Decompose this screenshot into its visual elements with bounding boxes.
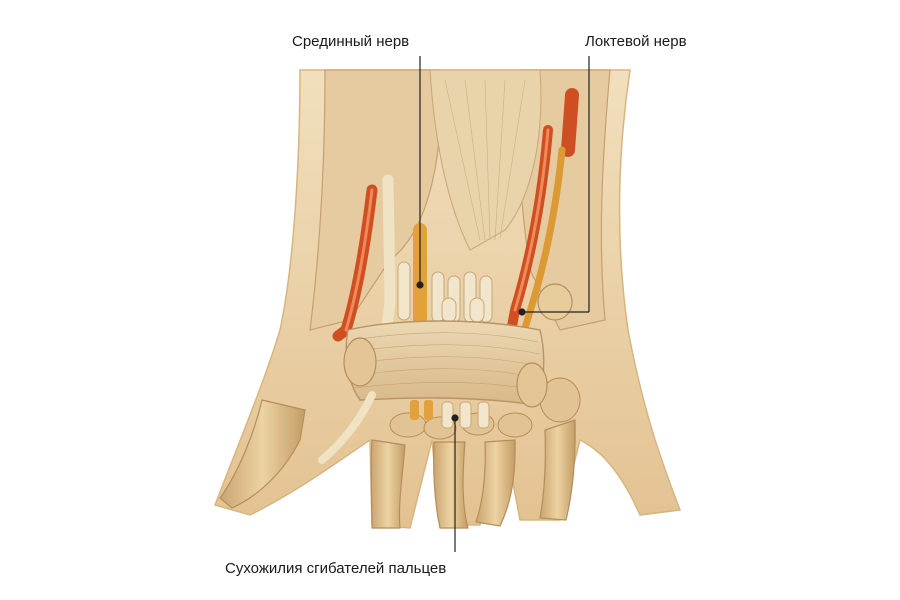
hamate-hook [516, 362, 548, 408]
label-median-nerve: Срединный нерв [292, 33, 410, 50]
label-flexor-tendons: Сухожилия сгибателей пальцев [225, 560, 447, 577]
muscle-fan [429, 69, 542, 251]
leader-lines [416, 56, 590, 552]
distal-branches [410, 400, 490, 429]
trapezium-bone [343, 337, 377, 387]
flexor-tendons [397, 261, 493, 323]
ulnar-nerve [516, 146, 566, 349]
label-ulnar-nerve: Локтевой нерв [585, 33, 687, 50]
pisiform-bone [537, 283, 573, 321]
thumb-tendon [318, 391, 376, 464]
metacarpal-bones [219, 399, 576, 529]
